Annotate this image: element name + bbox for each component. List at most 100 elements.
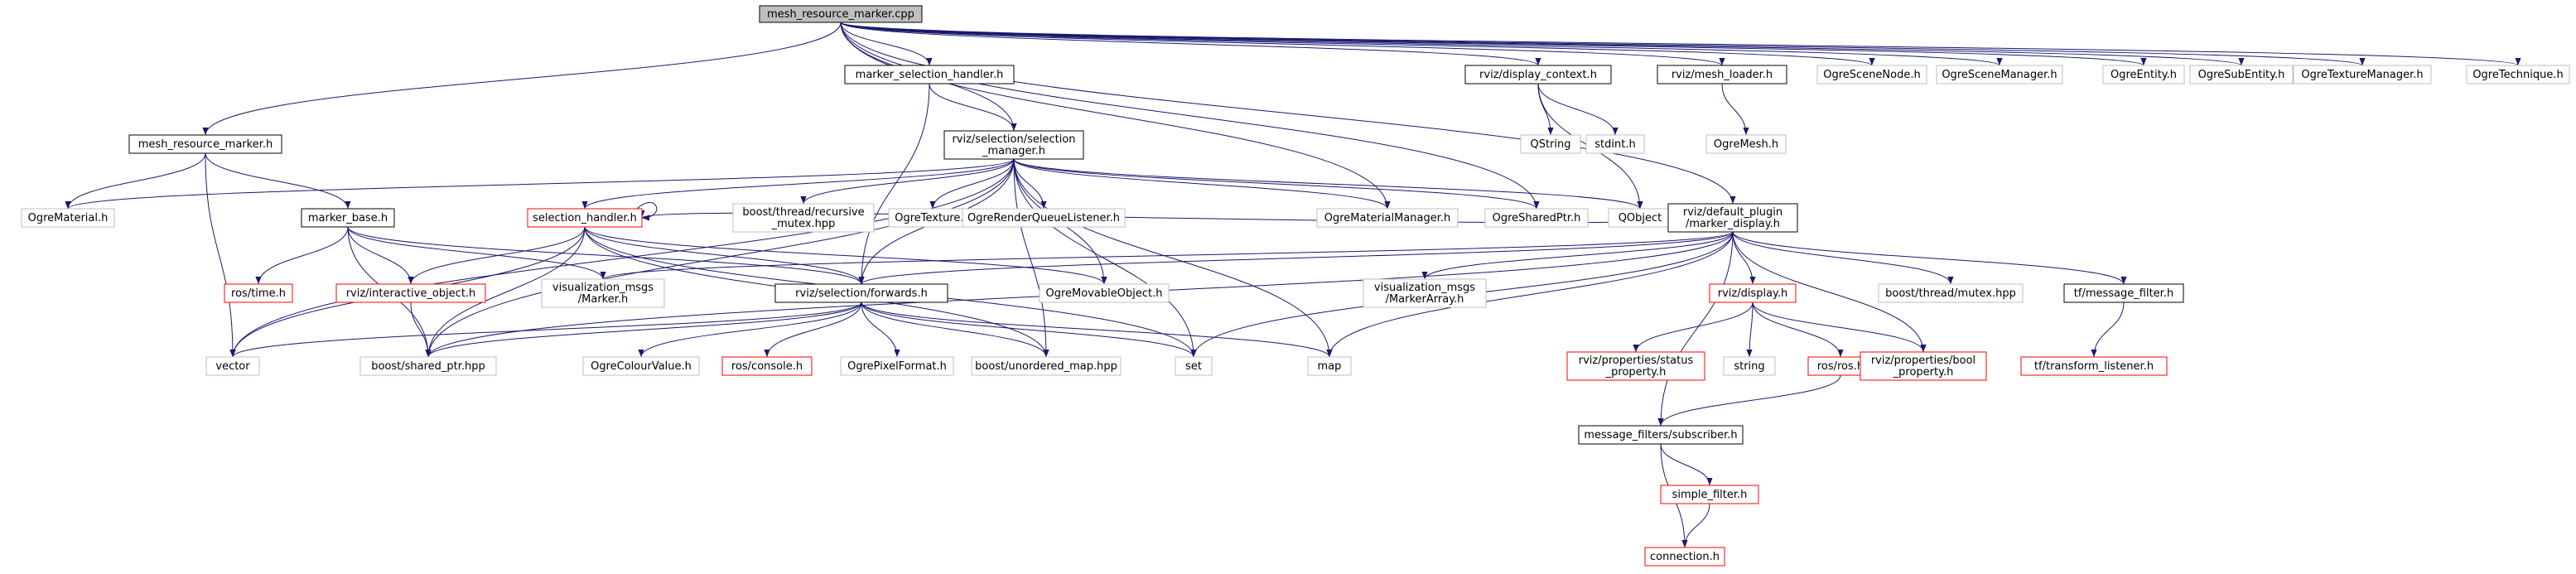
edge-root-to-ogre_shared_ptr_h	[840, 22, 1540, 210]
node-box	[1307, 356, 1352, 376]
node-ogre_scene_node_h[interactable]: OgreSceneNode.h	[1816, 65, 1927, 84]
node-qstring[interactable]: QString	[1520, 134, 1581, 154]
node-boost_recursive_mutex[interactable]: boost/thread/recursive_mutex.hpp	[732, 203, 875, 233]
node-label: /MarkerArray.h	[1386, 293, 1464, 306]
node-label: /marker_display.h	[1686, 218, 1780, 230]
edge-rviz_selection_forwards_h-to-ogre_colour_value_h	[638, 301, 862, 358]
node-ros_console_h[interactable]: ros/console.h	[721, 356, 813, 376]
node-rviz_interactive_object_h[interactable]: rviz/interactive_object.h	[335, 283, 486, 303]
node-label: /Marker.h	[578, 293, 629, 306]
node-simple_filter_h[interactable]: simple_filter.h	[1660, 485, 1759, 504]
node-rviz_mesh_loader_h[interactable]: rviz/mesh_loader.h	[1657, 65, 1787, 84]
node-ogre_pixel_format_h[interactable]: OgrePixelFormat.h	[840, 356, 954, 376]
node-ros_ros_h[interactable]: ros/ros.h	[1807, 356, 1874, 376]
node-boost_thread_mutex[interactable]: boost/thread/mutex.hpp	[1878, 283, 2024, 303]
edge-rviz_selection_manager_h-to-boost_shared_ptr	[425, 158, 1015, 358]
node-label: OgreEntity.h	[2110, 69, 2177, 81]
node-rviz_selection_manager_h[interactable]: rviz/selection/selection_manager.h	[943, 130, 1084, 160]
node-qobject[interactable]: QObject	[1608, 208, 1672, 228]
edge-root-to-ogre_texture_manager_h	[840, 22, 2365, 66]
node-ogre_material_h[interactable]: OgreMaterial.h	[21, 208, 115, 228]
edge-rviz_selection_forwards_h-to-boost_shared_ptr	[425, 301, 862, 358]
edge-mesh_resource_marker_h-to-vector	[205, 152, 236, 358]
node-ogre_scene_manager_h[interactable]: OgreSceneManager.h	[1936, 65, 2063, 84]
node-box	[359, 356, 497, 376]
node-label: OgreMesh.h	[1714, 138, 1778, 151]
node-ogre_movable_object_h[interactable]: OgreMovableObject.h	[1039, 283, 1170, 303]
node-box	[1464, 65, 1612, 84]
node-label: OgreSceneNode.h	[1823, 69, 1920, 81]
node-message_filters_subscriber_h[interactable]: message_filters/subscriber.h	[1578, 425, 1744, 445]
node-boost_shared_ptr[interactable]: boost/shared_ptr.hpp	[359, 356, 497, 376]
edge-rviz_interactive_object_h-to-boost_shared_ptr	[410, 301, 432, 358]
node-marker_base_h[interactable]: marker_base.h	[301, 208, 395, 228]
node-rviz_display_context_h[interactable]: rviz/display_context.h	[1464, 65, 1612, 84]
node-ogre_technique_h[interactable]: OgreTechnique.h	[2466, 65, 2570, 84]
node-set[interactable]: set	[1175, 356, 1213, 376]
node-ogre_colour_value_h[interactable]: OgreColourValue.h	[582, 356, 700, 376]
node-visualization_msgs_marker_array_h[interactable]: visualization_msgs/MarkerArray.h	[1363, 278, 1487, 308]
edge-marker_base_h-to-rviz_selection_forwards_h	[347, 226, 865, 285]
node-ogre_sub_entity_h[interactable]: OgreSubEntity.h	[2189, 65, 2294, 84]
node-rviz_selection_forwards_h[interactable]: rviz/selection/forwards.h	[774, 283, 948, 303]
edge-marker_base_h-to-ros_time_h	[255, 226, 349, 285]
node-label: rviz/properties/bool	[1871, 355, 1975, 367]
node-rviz_bool_property_h[interactable]: rviz/properties/bool_property.h	[1860, 351, 1987, 381]
node-connection_h[interactable]: connection.h	[1644, 547, 1725, 567]
node-box	[844, 65, 1015, 84]
edge-layer	[65, 22, 2521, 548]
node-label: _manager.h	[982, 145, 1045, 157]
node-box	[1644, 547, 1725, 567]
node-label: OgrePixelFormat.h	[847, 360, 947, 373]
node-ogre_material_manager_h[interactable]: OgreMaterialManager.h	[1316, 208, 1459, 228]
node-label: visualization_msgs	[552, 282, 654, 294]
node-mesh_resource_marker_h[interactable]: mesh_resource_marker.h	[128, 134, 282, 154]
node-selection_handler_h[interactable]: selection_handler.h	[527, 208, 643, 228]
edge-marker_base_h-to-visualization_msgs_marker_h	[347, 226, 606, 280]
node-box	[301, 208, 395, 228]
edge-rviz_selection_forwards_h-to-ros_console_h	[764, 301, 862, 358]
edge-marker_selection_handler_h-to-rviz_selection_forwards_h	[858, 83, 930, 285]
node-root[interactable]: mesh_resource_marker.cpp	[759, 5, 923, 23]
edge-rviz_selection_forwards_h-to-set	[861, 301, 1197, 358]
node-ogre_texture_manager_h[interactable]: OgreTextureManager.h	[2293, 65, 2432, 84]
node-box	[1484, 208, 1589, 228]
node-vector[interactable]: vector	[205, 356, 260, 376]
node-ogre_render_queue_listener_h[interactable]: OgreRenderQueueListener.h	[962, 208, 1126, 228]
node-ogre_mesh_h[interactable]: OgreMesh.h	[1705, 134, 1787, 154]
edge-selection_handler_h-to-rviz_selection_forwards_h	[584, 226, 865, 285]
node-label: rviz/display_context.h	[1479, 69, 1597, 81]
node-marker_selection_handler_h[interactable]: marker_selection_handler.h	[844, 65, 1015, 84]
node-visualization_msgs_marker_h[interactable]: visualization_msgs/Marker.h	[541, 278, 665, 308]
node-stdint_h[interactable]: stdint.h	[1585, 134, 1645, 154]
node-boost_unordered_map[interactable]: boost/unordered_map.hpp	[971, 356, 1122, 376]
node-box	[1175, 356, 1213, 376]
node-ros_time_h[interactable]: ros/time.h	[224, 283, 293, 303]
node-tf_message_filter_h[interactable]: tf/message_filter.h	[2063, 283, 2184, 303]
node-box	[971, 356, 1122, 376]
node-label: rviz/properties/status	[1579, 355, 1694, 367]
node-label: selection_handler.h	[533, 212, 637, 224]
edge-rviz_display_h-to-rviz_status_property_h	[1633, 301, 1754, 353]
node-box	[1578, 425, 1744, 445]
edge-tf_message_filter_h-to-tf_transform_listener_h	[2091, 301, 2125, 358]
node-rviz_display_h[interactable]: rviz/display.h	[1709, 283, 1797, 303]
node-label: OgreTextureManager.h	[2301, 69, 2423, 81]
node-label: OgreColourValue.h	[591, 360, 692, 373]
node-box	[2063, 283, 2184, 303]
node-ogre_entity_h[interactable]: OgreEntity.h	[2102, 65, 2185, 84]
node-label: ros/ros.h	[1817, 360, 1864, 373]
node-layer: mesh_resource_marker.cpp marker_selection…	[21, 5, 2570, 567]
node-label: tf/message_filter.h	[2074, 287, 2173, 300]
edge-root-to-ogre_sub_entity_h	[840, 22, 2245, 66]
node-map[interactable]: map	[1307, 356, 1352, 376]
node-tf_transform_listener_h[interactable]: tf/transform_listener.h	[2020, 356, 2168, 376]
node-rviz_status_property_h[interactable]: rviz/properties/status_property.h	[1566, 351, 1705, 381]
edge-root-to-rviz_marker_display_h	[840, 22, 1736, 205]
node-ogre_shared_ptr_h[interactable]: OgreSharedPtr.h	[1484, 208, 1589, 228]
node-label: boost/shared_ptr.hpp	[371, 360, 485, 373]
node-box	[2293, 65, 2432, 84]
node-rviz_marker_display_h[interactable]: rviz/default_plugin/marker_display.h	[1667, 203, 1798, 233]
node-string[interactable]: string	[1723, 356, 1776, 376]
node-box	[527, 208, 643, 228]
